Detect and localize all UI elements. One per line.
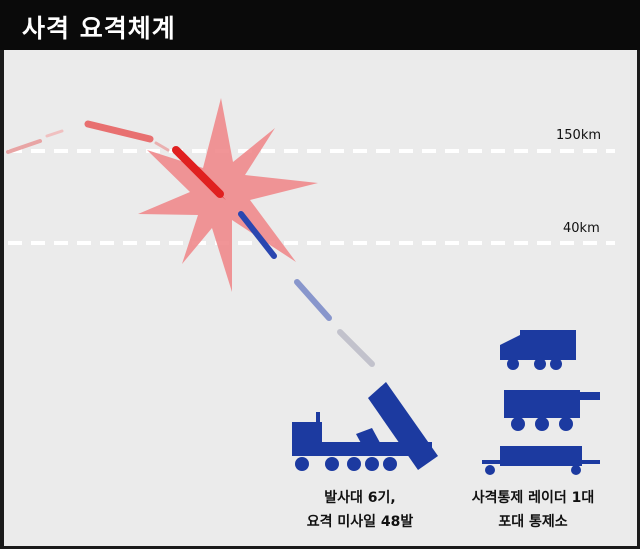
incoming-trail-segment (45, 129, 64, 138)
frame-bottom (0, 546, 640, 549)
title-bar: 사격 요격체계 (0, 0, 640, 50)
interceptor-trail-segment (337, 329, 375, 367)
launcher-caption-line2: 요격 미사일 48발 (306, 514, 414, 530)
interceptor-trail-segment (294, 279, 332, 321)
frame-right (637, 50, 640, 549)
incoming-trail-segment (84, 120, 154, 143)
page-title: 사격 요격체계 (22, 14, 176, 43)
incoming-missile (172, 146, 224, 198)
incoming-trail-segment (154, 141, 170, 152)
altitude-label-150km: 150km (556, 128, 602, 143)
incoming-trail-segment (6, 139, 42, 154)
frame-left (0, 50, 4, 549)
launcher-truck (292, 382, 438, 471)
control-station-truck (504, 390, 600, 431)
control-caption: 사격통제 레이더 1대 포대 통제소 (448, 486, 618, 534)
radar-truck (500, 330, 576, 370)
launcher-caption-line1: 발사대 6기, (324, 490, 396, 506)
generator-trailer (482, 446, 600, 475)
incoming-missile-tip (216, 190, 226, 200)
altitude-label-40km: 40km (563, 221, 600, 236)
control-caption-line1: 사격통제 레이더 1대 (471, 490, 595, 506)
control-caption-line2: 포대 통제소 (498, 514, 568, 530)
explosion-burst (138, 98, 318, 292)
interceptor-missile (238, 211, 277, 259)
launcher-caption: 발사대 6기, 요격 미사일 48발 (290, 486, 430, 534)
